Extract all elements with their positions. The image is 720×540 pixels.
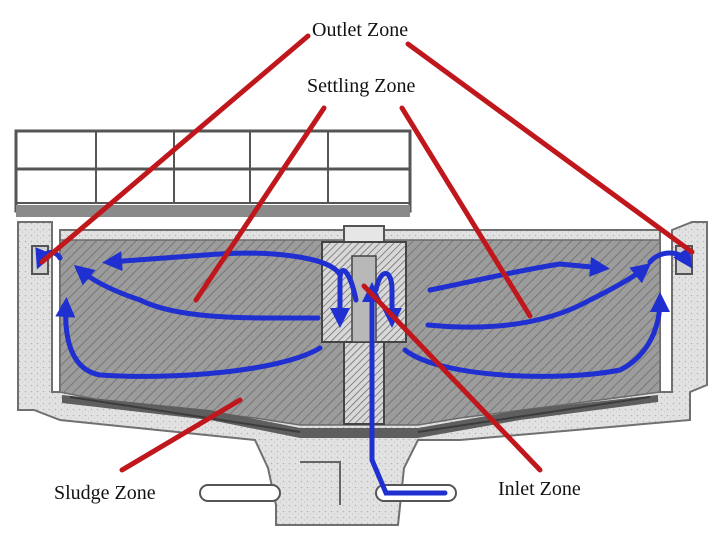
walkway-bridge bbox=[14, 129, 412, 217]
outlet-zone-label: Outlet Zone bbox=[312, 19, 409, 41]
sludge-zone-label: Sludge Zone bbox=[54, 482, 156, 504]
flow-left-upper bbox=[102, 250, 343, 278]
pointer-settling-left bbox=[193, 105, 327, 303]
pointer-settling-right bbox=[399, 105, 533, 319]
pointer-outlet-left bbox=[39, 33, 311, 265]
flow-well-left bbox=[330, 268, 359, 328]
flow-right-lower bbox=[402, 292, 670, 379]
flow-left-mid bbox=[73, 264, 321, 321]
settling-zone-label: Settling Zone bbox=[307, 75, 416, 97]
pointer-inlet bbox=[361, 283, 543, 473]
sludge-floor bbox=[62, 395, 658, 438]
flow-right-mid bbox=[425, 263, 652, 330]
inlet-zone-label: Inlet Zone bbox=[498, 478, 581, 500]
flow-well-right bbox=[373, 271, 402, 328]
pointer-lines bbox=[39, 33, 695, 473]
flow-left-lower bbox=[55, 297, 323, 379]
pointer-outlet-right bbox=[405, 41, 695, 255]
flow-right-upper bbox=[427, 256, 610, 293]
pointer-sludge bbox=[119, 397, 243, 473]
flow-right-outlet bbox=[647, 246, 693, 269]
